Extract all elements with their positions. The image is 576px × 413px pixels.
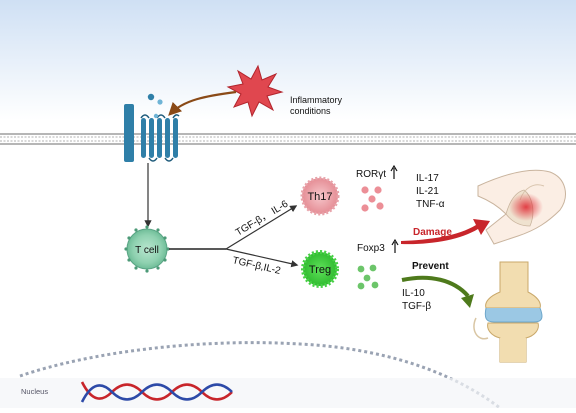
dna-helix-icon [80, 381, 233, 403]
extracellular-space [0, 0, 576, 120]
th17-cell-icon [300, 176, 340, 216]
stimulus-label-line2: conditions [290, 106, 331, 116]
nucleus-label: Nucleus [21, 387, 48, 396]
treg-secretion-dots-icon [357, 264, 379, 290]
stimulus-arrow [168, 90, 237, 116]
th17-secreted-2: IL-21 [416, 186, 439, 197]
treg-secreted-1: IL-10 [402, 288, 425, 299]
stimulus-label-line1: Inflammatory [290, 95, 343, 105]
treg-secreted-2: TGF-β [402, 301, 431, 312]
damage-label: Damage [413, 227, 452, 238]
th17-secreted-3: TNF-α [416, 199, 445, 210]
rorgt-label: RORγt [356, 169, 386, 180]
arrow-to-treg [225, 248, 299, 268]
damage-arrow [401, 219, 490, 245]
ligand-particles-icon [147, 93, 163, 119]
inflamed-knee-icon [477, 169, 566, 245]
prevent-arrow [401, 275, 470, 298]
cell-membrane [0, 133, 576, 145]
prevent-arrowhead [461, 294, 474, 308]
th17-cell-label: Th17 [307, 191, 332, 203]
inflammatory-burst-icon [226, 64, 284, 118]
treg-cell-label: Treg [309, 264, 331, 276]
nucleus-region [0, 378, 576, 408]
th17-secretion-dots-icon [361, 186, 384, 212]
tcell-label: T cell [135, 245, 159, 256]
foxp3-label: Foxp3 [357, 243, 385, 254]
th17-cytokines-label: TGF-β， IL-6 [234, 198, 291, 238]
nuclear-envelope [19, 341, 501, 410]
arrow-to-th17 [225, 205, 298, 250]
th17-secreted-1: IL-17 [416, 173, 439, 184]
prevent-label: Prevent [412, 261, 449, 272]
healthy-knee-icon [473, 261, 543, 363]
upregulation-arrow-icon [391, 238, 399, 253]
upregulation-arrow-icon [390, 164, 398, 179]
tcell-icon [124, 225, 170, 273]
treg-cytokines-label: TGF-β,IL-2 [231, 255, 282, 277]
treg-cell-icon [301, 250, 339, 288]
membrane-receptor-icon [124, 104, 180, 162]
